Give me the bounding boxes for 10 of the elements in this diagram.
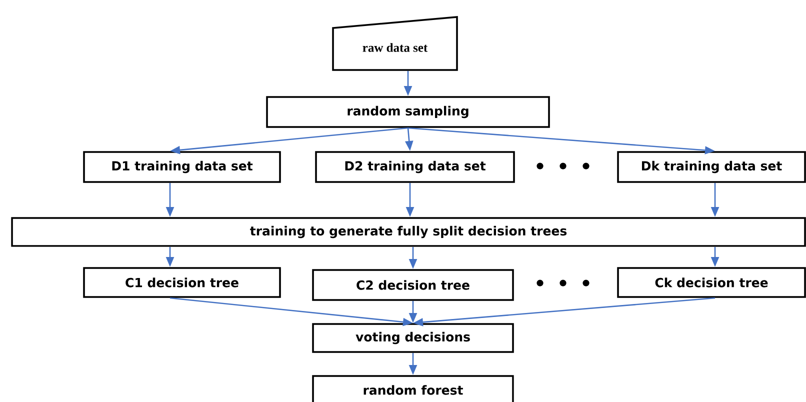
process-box: Dk training data set: [617, 151, 806, 183]
process-box: random forest: [312, 375, 514, 402]
process-box: C1 decision tree: [83, 267, 281, 298]
process-box: voting decisions: [312, 323, 514, 353]
process-box: C2 decision tree: [312, 269, 514, 301]
process-box: random sampling: [266, 96, 550, 128]
process-box: D2 training data set: [315, 151, 515, 183]
process-box: Ck decision tree: [617, 267, 806, 298]
process-box: D1 training data set: [83, 151, 281, 183]
process-box: training to generate fully split decision trees: [11, 217, 806, 247]
